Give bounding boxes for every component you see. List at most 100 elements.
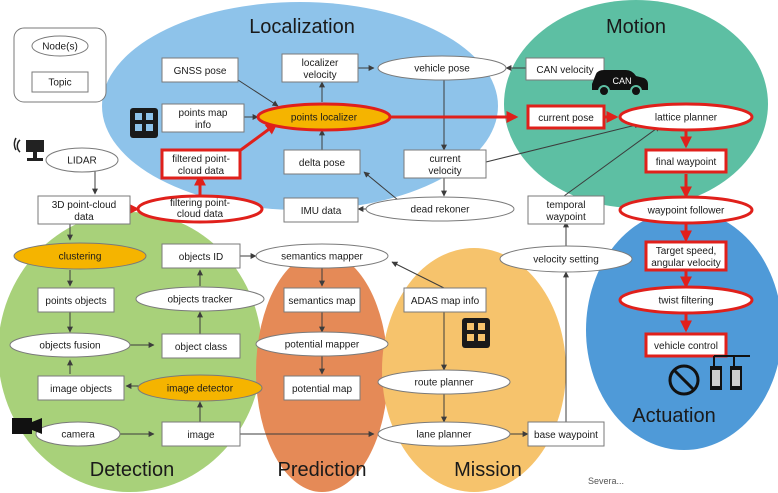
node-lattice-planner: lattice planner — [618, 102, 754, 132]
pedals-icon — [710, 355, 750, 390]
node-twist-filtering: twist filtering — [618, 285, 754, 315]
topic-base-waypoint: base waypoint — [527, 421, 605, 447]
svg-text:data: data — [74, 212, 94, 223]
region-title-detection: Detection — [90, 459, 175, 481]
svg-text:semantics mapper: semantics mapper — [281, 252, 363, 263]
camera-icon — [12, 418, 42, 434]
svg-text:camera: camera — [61, 430, 95, 441]
legend-node-label: Node(s) — [42, 42, 78, 53]
map-pin-icon — [462, 318, 490, 348]
region-title-prediction: Prediction — [278, 459, 367, 481]
edge — [563, 125, 661, 197]
topic-filtered-point-cloud: filtered point- cloud data — [160, 148, 242, 180]
node-lidar: LIDAR — [45, 147, 119, 173]
region-title-actuation: Actuation — [632, 405, 715, 427]
svg-text:semantics map: semantics map — [288, 296, 356, 307]
region-title-motion: Motion — [606, 16, 666, 38]
svg-text:object class: object class — [175, 342, 227, 353]
svg-text:delta pose: delta pose — [299, 158, 346, 169]
region-title-mission: Mission — [454, 459, 522, 481]
topic-current-velocity: current velocity — [403, 149, 487, 179]
car-icon: CAN — [592, 70, 648, 97]
topic-gnss-pose: GNSS pose — [161, 57, 239, 83]
svg-text:waypoint follower: waypoint follower — [647, 206, 725, 217]
node-clustering: clustering — [13, 242, 147, 270]
svg-text:velocity: velocity — [303, 70, 336, 81]
svg-text:waypoint: waypoint — [545, 212, 586, 223]
node-lane-planner: lane planner — [377, 421, 511, 447]
legend: Node(s) Topic — [13, 27, 107, 103]
svg-text:3D point-cloud: 3D point-cloud — [52, 200, 116, 211]
node-velocity-setting: velocity setting — [499, 245, 633, 273]
svg-text:potential map: potential map — [292, 384, 352, 395]
legend-node-shape — [31, 35, 89, 57]
svg-text:points map: points map — [179, 108, 228, 119]
svg-text:clustering: clustering — [59, 252, 102, 263]
edge — [237, 122, 278, 154]
svg-text:CAN velocity: CAN velocity — [536, 65, 593, 76]
svg-text:current: current — [429, 154, 460, 165]
svg-text:Target speed,: Target speed, — [656, 246, 717, 257]
node-waypoint-follower: waypoint follower — [618, 195, 754, 225]
svg-text:localizer: localizer — [302, 58, 339, 69]
node-objects-tracker: objects tracker — [135, 286, 265, 312]
topic-image-objects: image objects — [37, 375, 125, 401]
svg-text:dead rekoner: dead rekoner — [411, 205, 471, 216]
region-title-localization: Localization — [249, 16, 355, 38]
svg-text:cloud data: cloud data — [177, 209, 224, 220]
svg-text:final waypoint: final waypoint — [656, 157, 717, 168]
svg-text:twist filtering: twist filtering — [658, 296, 713, 307]
svg-text:ADAS map info: ADAS map info — [411, 296, 480, 307]
topic-can-velocity: CAN velocity — [525, 57, 605, 81]
svg-text:cloud data: cloud data — [178, 166, 225, 177]
svg-text:lane planner: lane planner — [416, 430, 472, 441]
node-filtering-point-cloud: filtering point- cloud data — [136, 194, 264, 224]
node-semantics-mapper: semantics mapper — [255, 243, 389, 269]
svg-text:lattice planner: lattice planner — [655, 113, 718, 124]
svg-text:current pose: current pose — [538, 113, 594, 124]
svg-text:objects ID: objects ID — [179, 252, 223, 263]
topic-vehicle-control: vehicle control — [644, 332, 728, 358]
nodes: LIDAR filtering point- cloud data points… — [9, 55, 754, 447]
svg-text:image objects: image objects — [50, 384, 112, 395]
svg-text:velocity setting: velocity setting — [533, 255, 599, 266]
svg-text:points objects: points objects — [45, 296, 106, 307]
node-potential-mapper: potential mapper — [255, 331, 389, 357]
topic-semantics-map: semantics map — [283, 287, 361, 313]
topic-points-objects: points objects — [37, 287, 115, 313]
edge — [363, 171, 399, 201]
steering-wheel-icon — [668, 364, 700, 396]
svg-text:image detector: image detector — [167, 384, 234, 395]
legend-topic-label: Topic — [48, 78, 71, 89]
node-points-localizer: points localizer — [256, 102, 392, 132]
svg-text:GNSS pose: GNSS pose — [174, 66, 227, 77]
topic-target-speed: Target speed, angular velocity — [644, 240, 728, 272]
topic-temporal-waypoint: temporal waypoint — [527, 195, 605, 225]
node-route-planner: route planner — [377, 369, 511, 395]
topic-image: image — [161, 421, 241, 447]
svg-text:info: info — [195, 120, 212, 131]
svg-text:potential mapper: potential mapper — [285, 340, 360, 351]
node-image-detector: image detector — [137, 374, 263, 402]
node-camera: camera — [35, 421, 121, 447]
topic-final-waypoint: final waypoint — [644, 148, 728, 174]
topic-points-map-info: points map info — [161, 103, 245, 133]
car-icon-label: CAN — [612, 76, 631, 86]
svg-text:LIDAR: LIDAR — [67, 156, 96, 167]
svg-text:temporal: temporal — [547, 200, 586, 211]
node-vehicle-pose: vehicle pose — [377, 55, 507, 81]
topics: GNSS pose localizer velocity CAN velocit… — [37, 53, 728, 447]
svg-text:filtering point-: filtering point- — [170, 198, 230, 209]
svg-text:vehicle pose: vehicle pose — [414, 64, 470, 75]
region-mission — [382, 248, 566, 492]
topic-localizer-velocity: localizer velocity — [281, 53, 359, 83]
svg-text:IMU data: IMU data — [301, 206, 342, 217]
topic-delta-pose: delta pose — [283, 149, 361, 175]
svg-text:objects fusion: objects fusion — [39, 341, 100, 352]
node-dead-rekoner: dead rekoner — [365, 196, 515, 222]
topic-3d-point-cloud: 3D point-cloud data — [37, 195, 131, 225]
footer-text: Severa... — [588, 476, 624, 486]
svg-text:base waypoint: base waypoint — [534, 430, 598, 441]
edge — [391, 261, 445, 289]
